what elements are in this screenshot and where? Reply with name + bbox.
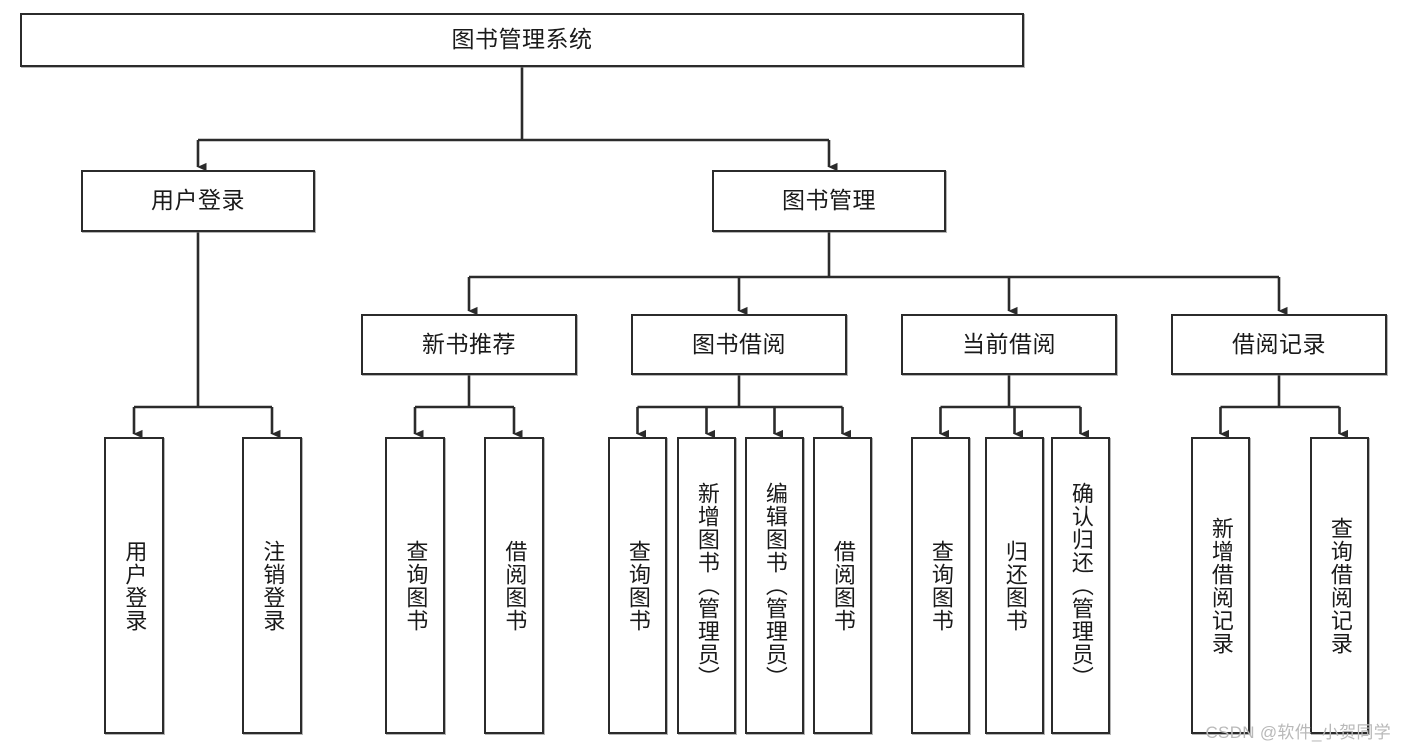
node-leaf-user-login[interactable]: 用户登录 bbox=[104, 437, 164, 734]
node-leaf-query-record[interactable]: 查询借阅记录 bbox=[1310, 437, 1369, 734]
node-label-leaf-add-record: 新增借阅记录 bbox=[1208, 516, 1234, 655]
node-current-borrow[interactable]: 当前借阅 bbox=[901, 314, 1117, 375]
node-new-book-rec[interactable]: 新书推荐 bbox=[361, 314, 577, 375]
node-leaf-edit-book[interactable]: 编辑图书（管理员） bbox=[745, 437, 804, 734]
node-leaf-add-record[interactable]: 新增借阅记录 bbox=[1191, 437, 1250, 734]
node-label-leaf-query-book-rec: 查询图书 bbox=[403, 539, 429, 632]
node-leaf-query-book-borrow[interactable]: 查询图书 bbox=[608, 437, 667, 734]
node-label-leaf-query-book-borrow: 查询图书 bbox=[625, 539, 651, 632]
node-label-new-book-rec: 新书推荐 bbox=[422, 330, 516, 357]
node-label-leaf-query-record: 查询借阅记录 bbox=[1327, 516, 1353, 655]
node-leaf-confirm-return[interactable]: 确认归还（管理员） bbox=[1051, 437, 1110, 734]
node-leaf-query-book-rec[interactable]: 查询图书 bbox=[385, 437, 445, 734]
node-root[interactable]: 图书管理系统 bbox=[20, 13, 1024, 67]
node-leaf-return-book[interactable]: 归还图书 bbox=[985, 437, 1044, 734]
node-label-leaf-add-book: 新增图书（管理员） bbox=[694, 482, 720, 689]
node-label-book-borrow: 图书借阅 bbox=[692, 330, 786, 357]
node-book-borrow[interactable]: 图书借阅 bbox=[631, 314, 847, 375]
node-label-leaf-return-book: 归还图书 bbox=[1002, 539, 1028, 632]
node-label-leaf-logout: 注销登录 bbox=[260, 539, 286, 632]
node-label-user-login: 用户登录 bbox=[151, 187, 245, 214]
node-leaf-borrow-book-rec[interactable]: 借阅图书 bbox=[484, 437, 544, 734]
node-leaf-query-book-cur[interactable]: 查询图书 bbox=[911, 437, 970, 734]
connector-group bbox=[132, 67, 1349, 439]
node-label-borrow-record: 借阅记录 bbox=[1232, 330, 1326, 357]
node-leaf-logout[interactable]: 注销登录 bbox=[242, 437, 302, 734]
node-leaf-add-book[interactable]: 新增图书（管理员） bbox=[677, 437, 736, 734]
node-label-leaf-user-login: 用户登录 bbox=[122, 539, 148, 632]
node-leaf-borrow-book[interactable]: 借阅图书 bbox=[813, 437, 872, 734]
node-label-leaf-borrow-book: 借阅图书 bbox=[830, 539, 856, 632]
node-book-manage[interactable]: 图书管理 bbox=[712, 170, 946, 232]
node-label-leaf-borrow-book-rec: 借阅图书 bbox=[502, 539, 528, 632]
node-borrow-record[interactable]: 借阅记录 bbox=[1171, 314, 1387, 375]
node-label-book-manage: 图书管理 bbox=[782, 187, 876, 214]
node-label-root: 图书管理系统 bbox=[451, 26, 593, 53]
node-label-leaf-confirm-return: 确认归还（管理员） bbox=[1068, 482, 1094, 689]
node-label-leaf-edit-book: 编辑图书（管理员） bbox=[762, 482, 788, 689]
node-label-leaf-query-book-cur: 查询图书 bbox=[928, 539, 954, 632]
node-user-login[interactable]: 用户登录 bbox=[81, 170, 315, 232]
node-label-current-borrow: 当前借阅 bbox=[962, 330, 1056, 357]
